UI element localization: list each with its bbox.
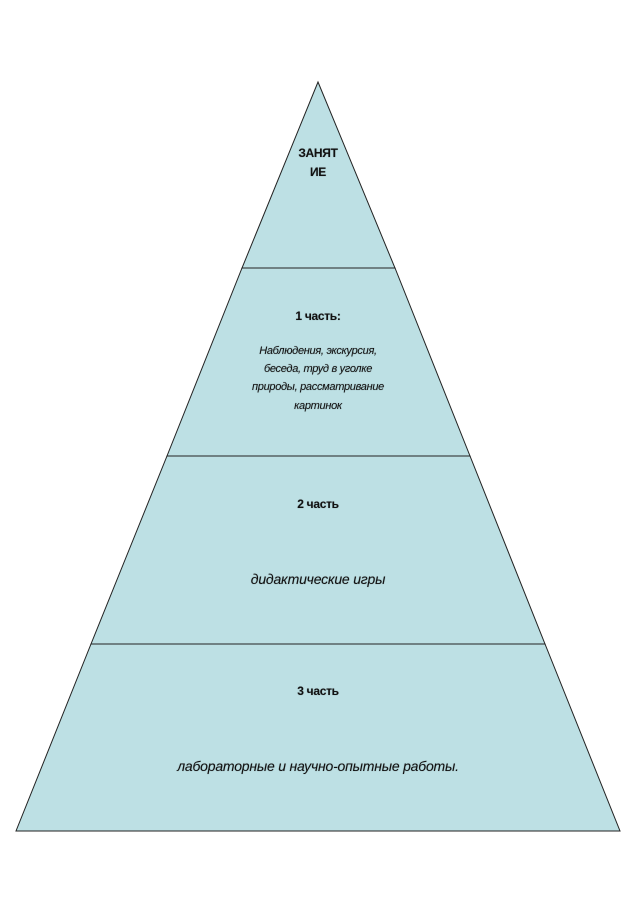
part2-desc: дидактические игры (250, 571, 386, 587)
apex-title-line2: ИЕ (309, 165, 327, 179)
part1-title: 1 часть: (295, 309, 341, 323)
part1-desc-line3: природы, рассматривание (252, 381, 384, 393)
part3-desc: лабораторные и научно-опытные работы. (177, 758, 459, 774)
part2-title: 2 часть (297, 497, 339, 511)
pyramid-tier-3 (15, 643, 621, 832)
pyramid-tier-2 (90, 455, 546, 645)
part1-desc-line4: картинок (294, 400, 342, 412)
apex-title-line1: ЗАНЯТ (298, 146, 338, 160)
part3-title: 3 часть (297, 684, 339, 698)
part1-desc-line1: Наблюдения, экскурсия, (259, 345, 377, 357)
part1-desc-line2: беседа, труд в уголке (263, 363, 373, 375)
